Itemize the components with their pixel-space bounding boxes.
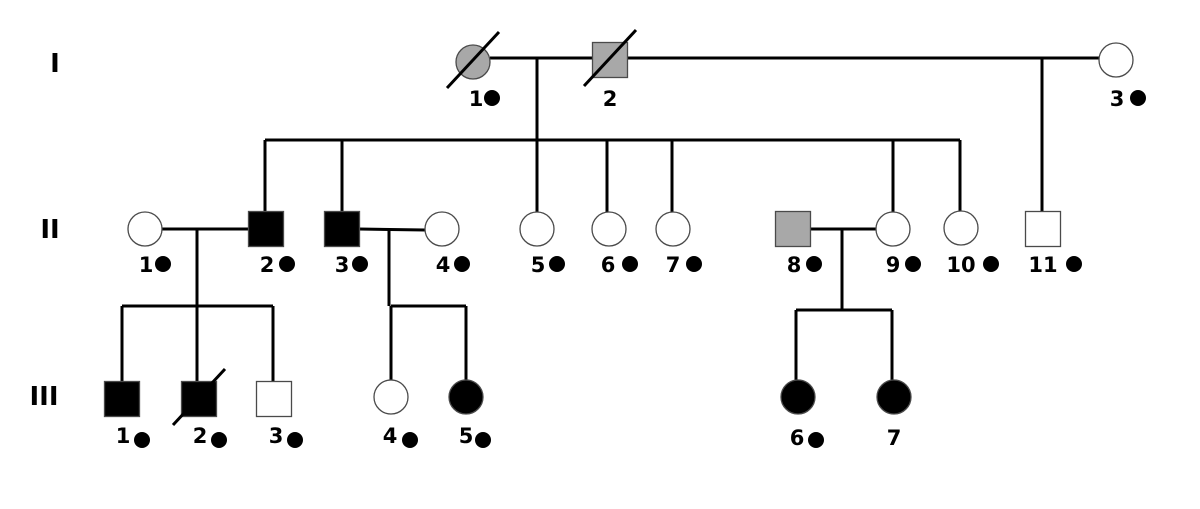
individual-number-label: 10 — [946, 253, 975, 277]
individual-number-label: 2 — [260, 253, 275, 277]
individual-number-label: 5 — [531, 253, 546, 277]
sampled-dot-icon — [1066, 256, 1082, 272]
individual-number-label: 1 — [469, 87, 484, 111]
individual-i-3: 3 — [1098, 42, 1146, 111]
individual-iii-6: 6 — [780, 379, 824, 450]
sampled-dot-icon — [352, 256, 368, 272]
individual-number-label: 9 — [886, 253, 901, 277]
unaffected-female-circle-icon — [424, 211, 460, 247]
sampled-dot-icon — [1130, 90, 1146, 106]
individual-number-label: 3 — [335, 253, 350, 277]
individual-number-label: 1 — [139, 253, 154, 277]
individual-iii-5: 5 — [448, 379, 491, 448]
unaffected-female-circle-icon — [373, 379, 409, 415]
sampled-dot-icon — [134, 432, 150, 448]
affected-female-circle-icon — [448, 379, 484, 415]
individual-ii-3: 3 — [323, 210, 368, 277]
deceased-slash-icon — [582, 28, 638, 88]
carrier-male-square-icon — [774, 210, 812, 248]
individual-number-label: 8 — [787, 253, 802, 277]
unaffected-female-circle-icon — [519, 211, 555, 247]
sampled-dot-icon — [686, 256, 702, 272]
individual-i-2: 2 — [582, 28, 638, 111]
sampled-dot-icon — [402, 432, 418, 448]
sampled-dot-icon — [484, 90, 500, 106]
sampled-dot-icon — [806, 256, 822, 272]
individual-number-label: 3 — [269, 424, 284, 448]
unaffected-female-circle-icon — [591, 211, 627, 247]
individual-number-label: 11 — [1028, 253, 1057, 277]
individual-iii-7: 7 — [876, 379, 912, 450]
sampled-dot-icon — [155, 256, 171, 272]
deceased-slash-icon — [171, 367, 227, 427]
unaffected-female-circle-icon — [1098, 42, 1134, 78]
unaffected-male-square-icon — [255, 380, 293, 418]
sampled-dot-icon — [287, 432, 303, 448]
affected-male-square-icon — [103, 380, 141, 418]
unaffected-male-square-icon — [1024, 210, 1062, 248]
individual-number-label: 3 — [1110, 87, 1125, 111]
individual-number-label: 5 — [459, 424, 474, 448]
deceased-slash-icon — [445, 30, 501, 90]
connector-lines — [120, 56, 1099, 382]
affected-male-square-icon — [247, 210, 285, 248]
unaffected-female-circle-icon — [127, 211, 163, 247]
individual-iii-2: 2 — [171, 367, 227, 448]
mating-line-II3-II4 — [358, 227, 426, 232]
individual-ii-1: 1 — [127, 211, 171, 277]
individual-number-label: 7 — [666, 253, 681, 277]
sampled-dot-icon — [808, 432, 824, 448]
individual-number-label: 4 — [383, 424, 398, 448]
individual-number-label: 1 — [116, 424, 131, 448]
sampled-dot-icon — [454, 256, 470, 272]
unaffected-female-circle-icon — [655, 211, 691, 247]
individual-ii-2: 2 — [247, 210, 295, 277]
individual-ii-8: 8 — [774, 210, 822, 277]
individual-i-1: 1 — [445, 30, 501, 111]
individual-number-label: 4 — [436, 253, 451, 277]
sampled-dot-icon — [905, 256, 921, 272]
sampled-dot-icon — [983, 256, 999, 272]
individual-number-label: 7 — [887, 426, 902, 450]
individual-ii-6: 6 — [591, 211, 638, 277]
affected-male-square-icon — [323, 210, 361, 248]
individual-ii-11: 11 — [1024, 210, 1082, 277]
individual-number-label: 2 — [193, 424, 208, 448]
individual-ii-4: 4 — [424, 211, 470, 277]
individual-ii-5: 5 — [519, 211, 565, 277]
individual-ii-9: 9 — [875, 211, 921, 277]
sampled-dot-icon — [475, 432, 491, 448]
sampled-dot-icon — [622, 256, 638, 272]
individual-ii-7: 7 — [655, 211, 702, 277]
generation-label-III: III — [29, 382, 58, 412]
unaffected-female-circle-icon — [943, 210, 979, 246]
sampled-dot-icon — [549, 256, 565, 272]
generation-label-II: II — [40, 215, 59, 245]
affected-female-circle-icon — [780, 379, 816, 415]
individual-ii-10: 10 — [943, 210, 999, 277]
individual-number-label: 6 — [790, 426, 805, 450]
individual-number-label: 6 — [601, 253, 616, 277]
individual-iii-1: 1 — [103, 380, 150, 448]
generation-label-I: I — [50, 49, 60, 79]
individual-iii-3: 3 — [255, 380, 303, 448]
affected-female-circle-icon — [876, 379, 912, 415]
individual-number-label: 2 — [603, 87, 618, 111]
individual-iii-4: 4 — [373, 379, 418, 448]
sampled-dot-icon — [211, 432, 227, 448]
sampled-dot-icon — [279, 256, 295, 272]
unaffected-female-circle-icon — [875, 211, 911, 247]
